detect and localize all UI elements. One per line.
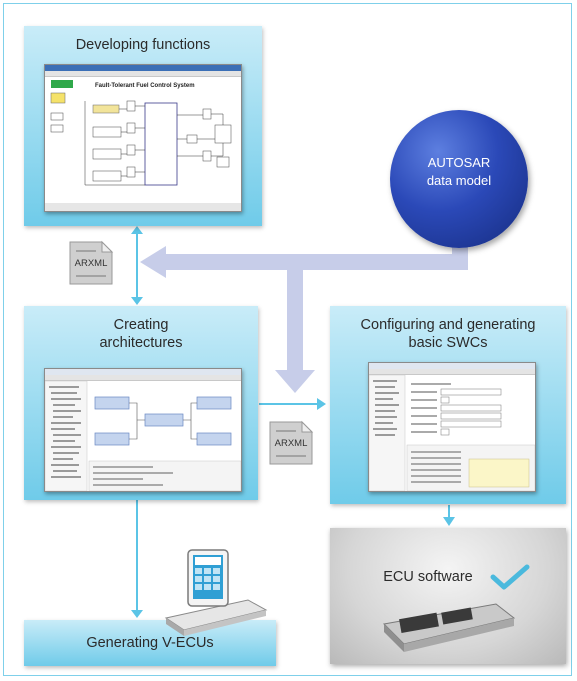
autosar-data-model-label: AUTOSAR data model (426, 155, 492, 188)
arxml-document-1-icon (69, 240, 114, 285)
arrowhead-right-configure (317, 398, 326, 410)
data-flow-arrowhead-down (275, 370, 315, 393)
arrowhead-down-ecu (443, 517, 455, 526)
window-menubar (369, 369, 535, 375)
arrowhead-down-create (131, 297, 143, 305)
autosar-data-model-node: AUTOSAR data model (390, 110, 528, 248)
ecu-hardware-icon (382, 603, 516, 652)
ecu-software-title: ECU software (383, 569, 473, 585)
window-titlebar (45, 369, 241, 375)
window-titlebar (369, 363, 535, 369)
developing-functions-title: Developing functions (75, 37, 211, 53)
configuring-swcs-panel: Configuring and generating basic SWCs (330, 306, 566, 504)
data-flow-horizontal (162, 254, 468, 270)
cyan-arrowheads (131, 226, 455, 618)
window-titlebar (45, 65, 241, 71)
developing-functions-panel: Developing functions Fault-Tolerant Fuel… (24, 26, 262, 226)
arxml-document-2: ARXML (268, 420, 314, 466)
generating-vecus-title: Generating V-ECUs (86, 635, 214, 651)
data-flow-down-stem (287, 262, 303, 372)
window-menubar (45, 375, 241, 381)
window-menubar (45, 71, 241, 77)
arxml-document-1: ARXML (68, 240, 114, 286)
creating-architectures-title: Creating architectures (99, 317, 183, 351)
configuration-tool-screenshot (368, 362, 536, 492)
simulink-model-title: Fault-Tolerant Fuel Control System (95, 83, 195, 89)
simulink-model-blocks (45, 80, 241, 211)
configuring-swcs-title: Configuring and generating basic SWCs (360, 317, 536, 351)
creating-architectures-panel: Creating architectures (24, 306, 258, 500)
arxml-document-1-label: ARXML (74, 258, 108, 269)
arxml-document-2-label: ARXML (274, 438, 308, 449)
architecture-tool-screenshot (44, 368, 242, 492)
data-flow-arrowhead-left (140, 246, 166, 278)
arxml-document-2-icon (269, 420, 314, 465)
checkmark-icon (490, 564, 530, 590)
architecture-canvas (45, 380, 241, 491)
simulink-screenshot: Fault-Tolerant Fuel Control System (44, 64, 242, 212)
arrowhead-up-develop (131, 226, 143, 234)
arrowhead-down-generate (131, 610, 143, 618)
ecu-software-panel: ECU software (330, 528, 566, 664)
configuration-canvas (369, 374, 535, 491)
generating-vecus-panel: Generating V-ECUs (24, 620, 276, 666)
cyan-connectors (136, 228, 450, 614)
v-ecu-device-icon (164, 549, 268, 636)
